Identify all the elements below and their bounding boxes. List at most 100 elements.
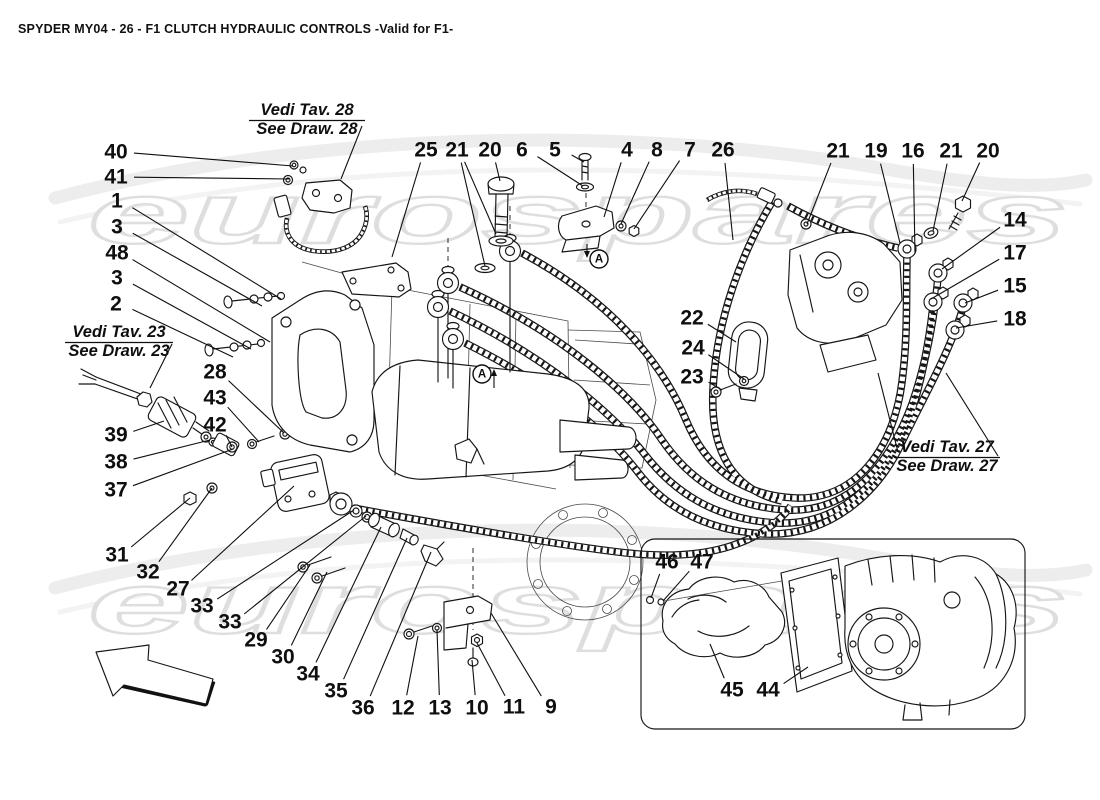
leader-line (571, 154, 585, 163)
see-draw-27-line2: See Draw. 27 (896, 457, 998, 475)
leader-line (191, 485, 295, 581)
note-leader-line (877, 372, 899, 453)
part-callouts: 4041134832284342393837313227333329303435… (104, 139, 1027, 720)
see-draw-28-line2: See Draw. 28 (256, 120, 358, 138)
shield-plate (780, 557, 853, 693)
heat-shield (661, 576, 786, 658)
callout-17: 17 (1003, 242, 1026, 265)
see-draw-27-line1: Vedi Tav. 27 (900, 438, 994, 456)
callout-24: 24 (681, 337, 705, 360)
callout-6: 6 (516, 139, 528, 162)
leader-line (662, 570, 690, 602)
leader-line (228, 380, 285, 434)
leader-line (961, 162, 981, 202)
leader-line (708, 381, 723, 391)
callout-11: 11 (503, 696, 526, 719)
sensor-cable-assembly (273, 160, 367, 252)
callout-20: 20 (478, 139, 501, 162)
master-cylinder-assembly (271, 262, 637, 481)
callout-21: 21 (826, 140, 850, 163)
leader-line (620, 161, 650, 225)
leader-line (537, 156, 584, 187)
leader-line (225, 435, 233, 448)
hose-connector-top (707, 187, 783, 208)
leader-line (406, 635, 419, 696)
leader-line (650, 573, 661, 599)
callout-3: 3 (111, 216, 123, 239)
leader-line (290, 571, 328, 646)
leader-line (133, 420, 165, 432)
see-draw-23-line2: See Draw. 23 (68, 342, 169, 360)
leader-line (391, 162, 422, 258)
callout-5: 5 (549, 139, 561, 162)
callout-40: 40 (104, 141, 127, 164)
leader-line (132, 232, 263, 307)
leader-line (343, 537, 408, 680)
callout-1: 1 (111, 190, 123, 213)
leader-line (476, 642, 506, 697)
callout-46: 46 (655, 551, 678, 574)
callout-8: 8 (651, 139, 663, 162)
callout-12: 12 (391, 697, 414, 720)
leader-line (132, 308, 234, 358)
leader-line (964, 289, 999, 304)
leader-line (633, 160, 681, 230)
leader-line (603, 162, 622, 218)
circled-letter-marker (589, 249, 609, 269)
callout-30: 30 (271, 646, 294, 669)
callout-14: 14 (1003, 209, 1027, 232)
power-unit (787, 195, 979, 373)
leader-line (709, 643, 725, 679)
leader-line (132, 259, 271, 343)
leader-line (315, 526, 382, 663)
clutch-cable-sensor (78, 368, 240, 457)
marker-label: A (478, 369, 486, 381)
shield-washer (657, 598, 665, 606)
callout-47: 47 (690, 551, 713, 574)
leader-line (471, 659, 476, 696)
callout-21: 21 (445, 139, 469, 162)
callout-15: 15 (1003, 275, 1027, 298)
direction-arrow (95, 644, 216, 707)
marker-label: A (595, 254, 603, 266)
top-hardware (474, 152, 640, 388)
leader-line (130, 497, 191, 548)
see-draw-23-line1: Vedi Tav. 23 (72, 323, 165, 341)
leader-line (132, 283, 252, 350)
leader-line (266, 564, 311, 630)
inset-box (640, 538, 1026, 730)
leader-line (707, 323, 737, 343)
leader-line (227, 406, 260, 443)
leader-line (930, 258, 1000, 300)
callout-37: 37 (104, 479, 127, 502)
leader-line (490, 612, 542, 697)
callout-19: 19 (864, 140, 887, 163)
leader-line (158, 487, 213, 562)
leader-line (133, 439, 211, 460)
callout-7: 7 (684, 139, 696, 162)
callout-13: 13 (428, 697, 451, 720)
note-leader-line (149, 343, 173, 389)
section-markers: AA (472, 249, 609, 384)
leader-line (460, 162, 486, 267)
leader-line (216, 509, 355, 600)
callout-35: 35 (324, 680, 348, 703)
page-title: SPYDER MY04 - 26 - F1 CLUTCH HYDRAULIC C… (18, 22, 454, 36)
leader-line (494, 162, 501, 182)
leader-line (912, 163, 916, 254)
callout-39: 39 (104, 424, 127, 447)
callout-48: 48 (105, 242, 129, 265)
shield-screw (645, 595, 655, 605)
callout-33: 33 (218, 611, 241, 634)
callout-22: 22 (680, 307, 703, 330)
leader-line (243, 515, 367, 615)
callout-41: 41 (104, 166, 128, 189)
callout-36: 36 (351, 697, 374, 720)
callout-29: 29 (244, 629, 267, 652)
callout-43: 43 (203, 387, 226, 410)
leader-line (708, 354, 745, 380)
grommet-assembly (710, 321, 769, 402)
callout-16: 16 (901, 140, 924, 163)
